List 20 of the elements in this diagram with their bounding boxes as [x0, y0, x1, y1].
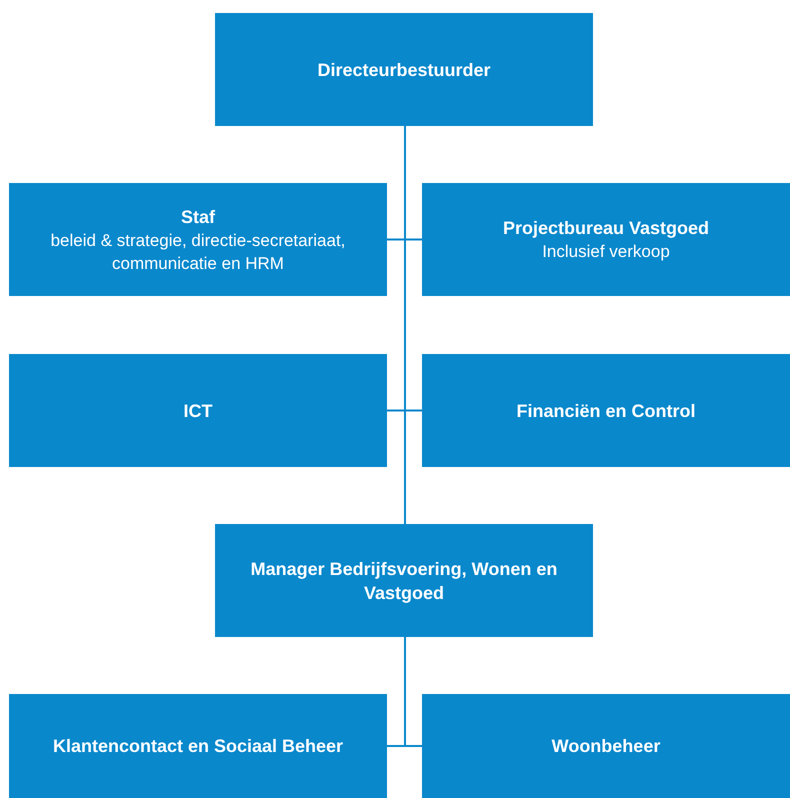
box-description: Inclusief verkoop	[542, 241, 670, 263]
org-box	[215, 13, 593, 126]
org-box	[422, 354, 790, 467]
box-title: Financiën en Control	[516, 400, 696, 422]
org-box	[215, 524, 593, 637]
box-description: beleid & strategie, directie-secretariaat, communicatie en HRM	[50, 230, 346, 274]
org-box	[422, 694, 790, 798]
org-box	[9, 354, 387, 467]
box-title: Directeurbestuurder	[317, 58, 491, 82]
connector-line	[404, 126, 406, 524]
box-title: Manager Bedrijfsvoering, Wonen en Vastgoed	[250, 558, 558, 604]
box-title: Projectbureau Vastgoed	[502, 217, 710, 240]
org-box	[9, 183, 387, 296]
connector-line	[404, 637, 422, 747]
box-title: Staf	[180, 206, 215, 228]
box-title: Klantencontact en Sociaal Beheer	[52, 735, 344, 758]
org-box	[422, 183, 790, 296]
box-title: Woonbeheer	[552, 735, 660, 758]
org-box	[9, 694, 387, 798]
box-title: ICT	[184, 400, 212, 422]
